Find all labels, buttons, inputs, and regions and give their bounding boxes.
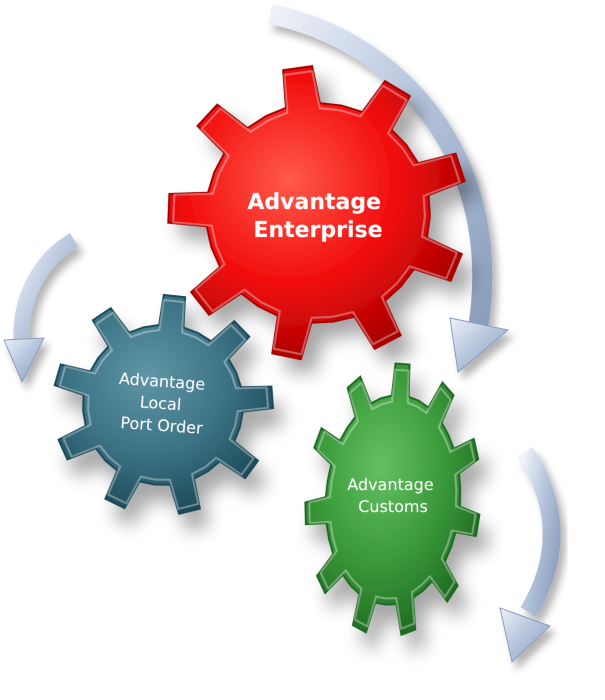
svg-text:Advantage Customs: Advantage Customs [347,475,438,516]
arrow-head [499,607,551,663]
gear-enterprise: Advantage Enterprise [167,64,466,361]
cycle-arrow-left [3,233,79,384]
gear-enterprise-label-line1: Advantage [247,190,381,215]
cycle-arrow-top-right [268,4,510,373]
svg-text:Advantage Local: Advantage Local Port Order [115,369,211,438]
gear-customs-rim [308,368,477,631]
gear-enterprise-rim [172,69,461,356]
arrow-head [3,337,45,384]
arrow-shaft [13,233,79,347]
gear-local-port-order: Advantage Local Port Order [53,293,275,515]
cycle-arrows [3,4,561,663]
gear-enterprise-shape [167,64,466,361]
arrow-shaft [517,447,561,617]
gear-customs-shape [304,362,481,637]
arrow-head [449,317,510,373]
gear-customs: Advantage Customs [304,362,481,637]
gear-customs-label-line1: Advantage [347,475,433,494]
arrow-shaft [268,4,493,330]
gear-local-label-line2: Local [139,392,182,414]
cycle-arrow-bottom-right [499,447,561,663]
gear-local-port-order-rim [58,298,270,511]
gear-enterprise-label-line2: Enterprise [253,218,382,243]
svg-text:Advantage Enterprise: Advantage Enterprise [247,190,388,243]
gear-customs-label-line2: Customs [358,497,428,516]
